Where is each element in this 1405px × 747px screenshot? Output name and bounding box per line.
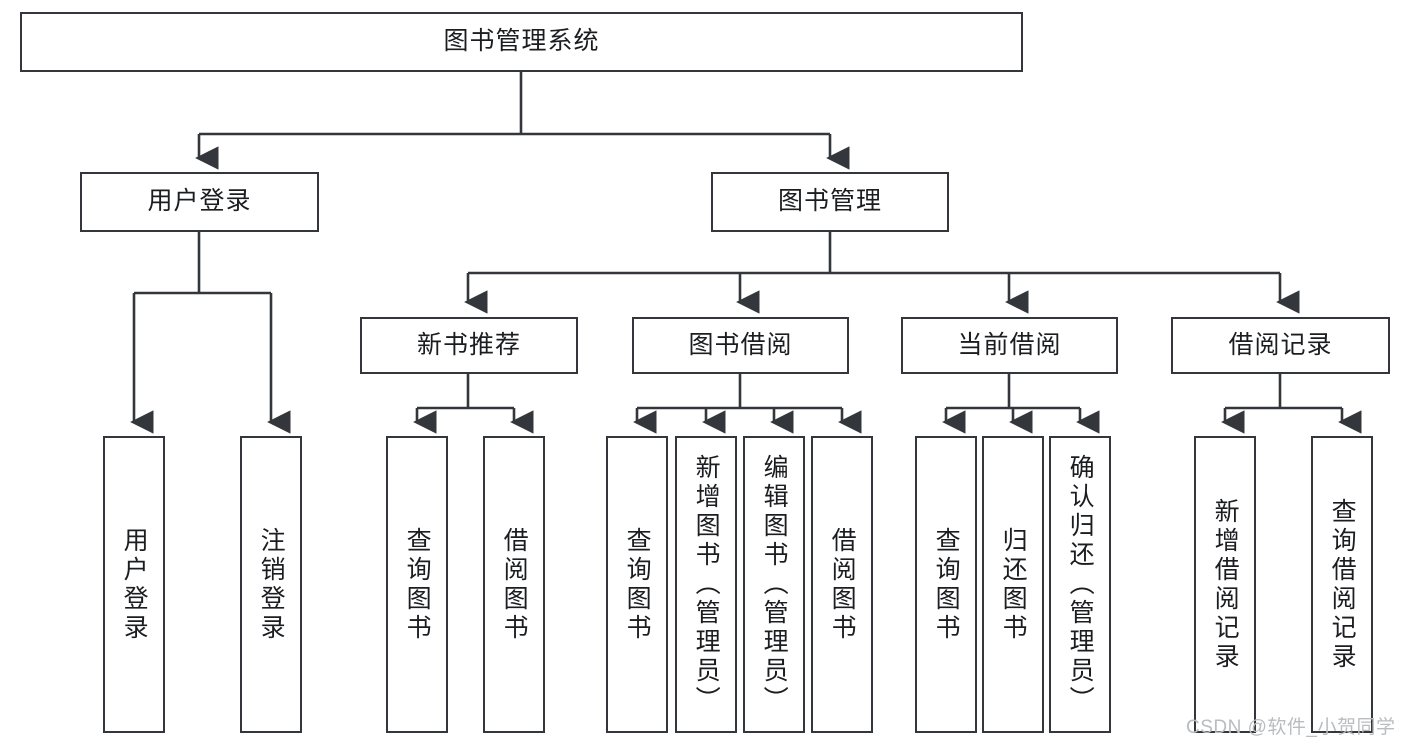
node-user-login-label: 用户登录 xyxy=(147,187,252,216)
node-book-borrow-label: 图书借阅 xyxy=(688,330,793,359)
node-root-label: 图书管理系统 xyxy=(443,27,600,56)
node-root[interactable]: 图书管理系统 xyxy=(20,12,1023,72)
leaf-borrow-record-add-label: 新增借阅记录 xyxy=(1211,497,1240,672)
node-new-book-recommend-label: 新书推荐 xyxy=(416,330,521,359)
leaf-new-book-query-label: 查询图书 xyxy=(403,526,432,643)
node-new-book-recommend[interactable]: 新书推荐 xyxy=(360,317,578,374)
leaf-book-borrow-edit[interactable]: 编辑图书（管理员） xyxy=(743,436,805,733)
leaf-book-borrow-query-label: 查询图书 xyxy=(623,526,652,643)
leaf-current-borrow-return[interactable]: 归还图书 xyxy=(982,436,1044,733)
node-current-borrow[interactable]: 当前借阅 xyxy=(901,317,1118,374)
leaf-book-borrow-query[interactable]: 查询图书 xyxy=(606,436,668,733)
node-borrow-record-label: 借阅记录 xyxy=(1228,330,1333,359)
node-current-borrow-label: 当前借阅 xyxy=(957,330,1062,359)
leaf-current-borrow-query-label: 查询图书 xyxy=(932,526,961,643)
node-book-borrow[interactable]: 图书借阅 xyxy=(632,317,849,374)
csdn-watermark: CSDN @软件_小贺同学 xyxy=(1186,717,1396,738)
leaf-user-login-signin-label: 用户登录 xyxy=(120,526,149,643)
leaf-book-borrow-add[interactable]: 新增图书（管理员） xyxy=(675,436,737,733)
node-book-manage[interactable]: 图书管理 xyxy=(711,172,949,232)
leaf-current-borrow-confirm-label: 确认归还（管理员） xyxy=(1066,454,1095,715)
leaf-user-login-signin[interactable]: 用户登录 xyxy=(103,436,165,733)
leaf-borrow-record-add[interactable]: 新增借阅记录 xyxy=(1194,436,1256,733)
leaf-borrow-record-query[interactable]: 查询借阅记录 xyxy=(1311,436,1373,733)
leaf-new-book-borrow-label: 借阅图书 xyxy=(500,526,529,643)
leaf-book-borrow-edit-label: 编辑图书（管理员） xyxy=(760,454,789,715)
leaf-new-book-borrow[interactable]: 借阅图书 xyxy=(483,436,545,733)
leaf-user-login-signout[interactable]: 注销登录 xyxy=(240,436,302,733)
leaf-book-borrow-add-label: 新增图书（管理员） xyxy=(692,454,721,715)
leaf-user-login-signout-label: 注销登录 xyxy=(257,526,286,643)
leaf-current-borrow-return-label: 归还图书 xyxy=(999,526,1028,643)
node-borrow-record[interactable]: 借阅记录 xyxy=(1171,317,1390,374)
leaf-book-borrow-lend-label: 借阅图书 xyxy=(828,526,857,643)
leaf-current-borrow-confirm[interactable]: 确认归还（管理员） xyxy=(1049,436,1111,733)
leaf-new-book-query[interactable]: 查询图书 xyxy=(386,436,448,733)
node-user-login[interactable]: 用户登录 xyxy=(80,172,319,232)
leaf-current-borrow-query[interactable]: 查询图书 xyxy=(915,436,977,733)
node-book-manage-label: 图书管理 xyxy=(777,187,882,216)
leaf-book-borrow-lend[interactable]: 借阅图书 xyxy=(811,436,873,733)
leaf-borrow-record-query-label: 查询借阅记录 xyxy=(1328,497,1357,672)
